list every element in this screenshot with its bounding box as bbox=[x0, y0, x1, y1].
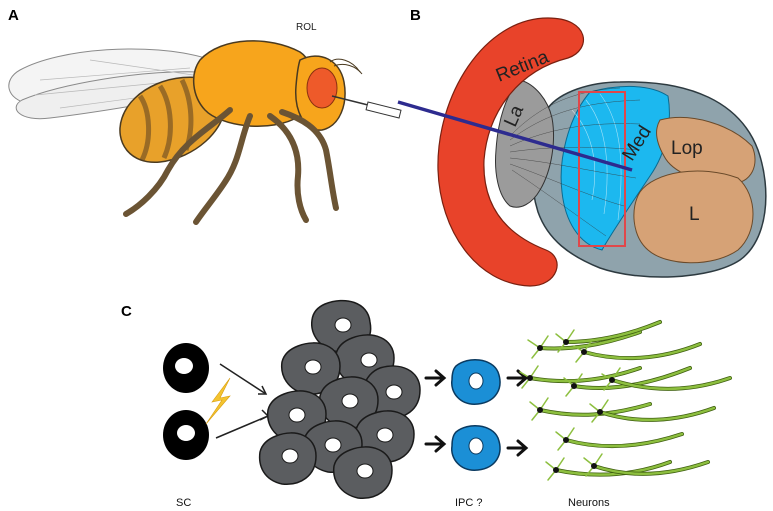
lobula-label: L bbox=[689, 204, 700, 225]
medulla-region bbox=[560, 85, 670, 251]
progenitor-cluster bbox=[258, 299, 421, 499]
stem-cell bbox=[163, 343, 209, 393]
fly-legs bbox=[123, 107, 339, 225]
progenitor-cell bbox=[258, 432, 317, 485]
progenitor-cell bbox=[318, 376, 379, 429]
neuron bbox=[529, 397, 652, 421]
neuron bbox=[573, 339, 702, 363]
neuron bbox=[589, 399, 716, 423]
neuron bbox=[545, 457, 672, 481]
axon-fibers bbox=[509, 87, 641, 237]
panel-c-letter: C bbox=[121, 303, 132, 320]
panel-b-letter: B bbox=[410, 7, 421, 24]
fly-illustration: ROL bbox=[8, 22, 402, 225]
neuron bbox=[583, 453, 710, 477]
neuron bbox=[601, 367, 732, 391]
neuron bbox=[555, 427, 684, 451]
ipc-label: IPC ? bbox=[455, 497, 483, 509]
ipc-cell bbox=[451, 425, 501, 471]
neuron bbox=[527, 330, 642, 359]
panel-a-letter: A bbox=[8, 7, 19, 24]
rol-label: ROL bbox=[296, 22, 317, 33]
lightning-bolt-icon bbox=[205, 377, 231, 425]
lamina-region bbox=[495, 79, 554, 208]
neuron bbox=[555, 320, 662, 353]
neurons-label: Neurons bbox=[568, 497, 610, 509]
ipc-cell bbox=[451, 359, 501, 405]
stem-cell bbox=[163, 410, 209, 460]
progenitor-cell bbox=[332, 446, 393, 499]
stem-cells bbox=[163, 343, 231, 460]
ipc-arrows bbox=[424, 369, 447, 453]
sc-arrows bbox=[215, 363, 270, 439]
neurons-cluster bbox=[519, 320, 732, 481]
lobula-region bbox=[633, 170, 754, 264]
neuron bbox=[519, 365, 642, 389]
recording-needle bbox=[331, 95, 402, 119]
retina-region bbox=[437, 17, 585, 287]
optic-lobe-diagram: Retina La Med Lop L bbox=[397, 17, 767, 287]
ipc-cells bbox=[451, 359, 501, 471]
lobula-plate-label: Lop bbox=[671, 138, 703, 159]
sc-label: SC bbox=[176, 497, 191, 509]
fly-compound-eye bbox=[306, 67, 338, 109]
neuron-arrows bbox=[506, 369, 529, 457]
